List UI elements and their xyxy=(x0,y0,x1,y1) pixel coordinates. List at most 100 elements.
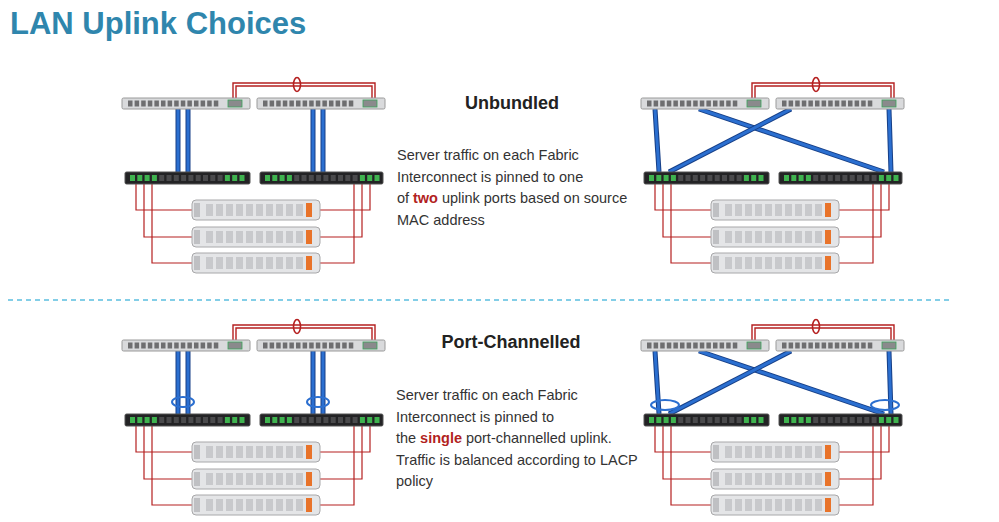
switch-port xyxy=(815,343,820,349)
fi-port xyxy=(872,417,877,423)
server-bay xyxy=(226,499,233,511)
server-node xyxy=(711,200,839,220)
fi-port xyxy=(240,175,245,181)
highlight-word: single xyxy=(420,430,462,446)
switch-port xyxy=(841,101,846,107)
server-bay xyxy=(785,257,792,269)
server-bay xyxy=(775,231,782,243)
server-bay xyxy=(206,473,213,485)
fi-port xyxy=(294,175,299,181)
uplink-cable xyxy=(311,109,316,172)
fi-port xyxy=(664,417,669,423)
server-cable xyxy=(839,184,873,263)
fi-port xyxy=(265,417,270,423)
switch-port xyxy=(263,343,268,349)
fi-port xyxy=(280,175,285,181)
server-cable xyxy=(663,184,711,237)
switch-port xyxy=(660,343,665,349)
fi-port xyxy=(715,175,720,181)
fi-port xyxy=(744,417,749,423)
fi-port xyxy=(345,417,350,423)
fi-port xyxy=(872,175,877,181)
switch-port xyxy=(808,343,813,349)
fi-port xyxy=(864,175,869,181)
fi-port xyxy=(360,175,365,181)
server-bay xyxy=(775,204,782,216)
uplink-cable xyxy=(655,109,659,172)
server-bay xyxy=(286,257,293,269)
lan-switch xyxy=(122,98,250,109)
switch-port xyxy=(349,343,354,349)
uplink-cable xyxy=(669,351,791,414)
fi-port xyxy=(287,175,292,181)
fi-port xyxy=(729,417,734,423)
server-bezel xyxy=(713,445,719,459)
fi-port xyxy=(850,175,855,181)
switch-port xyxy=(181,343,186,349)
switch-port xyxy=(868,343,873,349)
server-bay xyxy=(256,473,263,485)
server-bay xyxy=(755,257,762,269)
server-bay xyxy=(216,446,223,458)
uplink-cable xyxy=(176,109,181,172)
switch-port xyxy=(726,101,731,107)
switch-port xyxy=(141,101,146,107)
fi-port xyxy=(886,417,891,423)
server-bay xyxy=(256,204,263,216)
uplink-panel xyxy=(641,78,904,274)
switch-port xyxy=(700,343,705,349)
fi-port xyxy=(707,417,712,423)
fi-port xyxy=(700,175,705,181)
fabric-interconnect xyxy=(125,414,250,426)
switch-port xyxy=(822,101,827,107)
fi-port xyxy=(737,175,742,181)
peer-link xyxy=(755,86,891,98)
switch-port xyxy=(296,343,301,349)
page-title: LAN Uplink Choices xyxy=(10,6,306,42)
switch-port xyxy=(835,101,840,107)
fi-port xyxy=(649,175,654,181)
server-bay xyxy=(216,257,223,269)
fi-port xyxy=(678,417,683,423)
server-bay xyxy=(296,231,303,243)
switch-port xyxy=(289,101,294,107)
lan-switch xyxy=(257,98,385,109)
server-node xyxy=(711,469,839,489)
switch-port xyxy=(789,343,794,349)
server-bay xyxy=(775,499,782,511)
fi-port xyxy=(188,175,193,181)
highlight-word: two xyxy=(413,190,438,206)
fi-port xyxy=(181,417,186,423)
server-bezel xyxy=(713,498,719,512)
server-bay xyxy=(725,499,732,511)
switch-port xyxy=(733,101,738,107)
switch-port xyxy=(270,101,275,107)
server-bezel xyxy=(306,256,312,270)
peer-link xyxy=(236,86,372,98)
switch-port xyxy=(316,343,321,349)
fi-port xyxy=(338,175,343,181)
port-channel-ring xyxy=(813,320,820,334)
server-bay xyxy=(745,473,752,485)
switch-port xyxy=(660,101,665,107)
switch-port xyxy=(647,101,652,107)
server-bay xyxy=(246,257,253,269)
server-bay xyxy=(745,446,752,458)
fi-port xyxy=(664,175,669,181)
server-bay xyxy=(286,231,293,243)
server-bay xyxy=(815,257,822,269)
peer-link xyxy=(233,325,375,340)
switch-port xyxy=(720,343,725,349)
server-bay xyxy=(795,473,802,485)
peer-link xyxy=(752,325,894,340)
server-bay xyxy=(735,204,742,216)
fi-port xyxy=(210,417,215,423)
switch-port xyxy=(174,343,179,349)
uplink-panel xyxy=(122,320,385,516)
switch-port xyxy=(861,101,866,107)
switch-port xyxy=(322,343,327,349)
fi-port xyxy=(338,417,343,423)
server-bay xyxy=(266,473,273,485)
server-bay xyxy=(206,499,213,511)
server-bay xyxy=(296,499,303,511)
